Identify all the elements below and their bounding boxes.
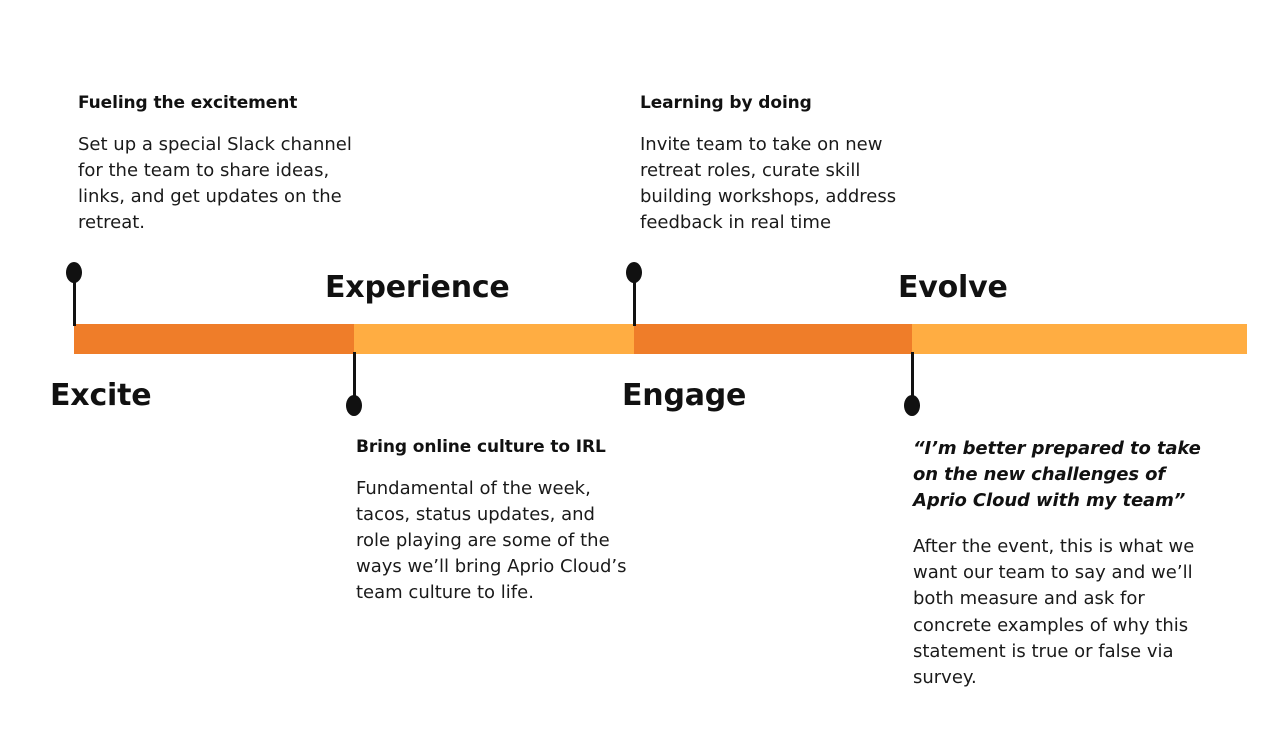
callout-excite-body: Set up a special Slack channel for the t… [78,134,352,234]
callout-engage: Learning by doing Invite team to take on… [640,92,940,236]
stage-label-engage: Engage [622,378,747,413]
marker-stem-icon [73,278,76,326]
callout-experience: Bring online culture to IRL Fundamental … [356,436,646,607]
marker-dot-icon [904,395,920,416]
callout-evolve: “I’m better prepared to take on the new … [913,436,1213,691]
marker-stem-icon [911,352,914,398]
timeline-segment-excite [74,324,354,354]
stage-label-excite: Excite [50,378,152,413]
callout-engage-body: Invite team to take on new retreat roles… [640,134,897,234]
marker-dot-icon [626,262,642,283]
callout-excite-title: Fueling the excitement [78,93,298,113]
stage-label-experience: Experience [325,270,510,305]
marker-dot-icon [66,262,82,283]
callout-excite: Fueling the excitement Set up a special … [78,92,378,236]
callout-engage-title: Learning by doing [640,93,812,113]
marker-stem-icon [353,352,356,398]
callout-evolve-body: After the event, this is what we want ou… [913,536,1195,688]
marker-stem-icon [633,278,636,326]
stage-label-evolve: Evolve [898,270,1008,305]
callout-experience-body: Fundamental of the week, tacos, status u… [356,478,627,604]
callout-experience-title: Bring online culture to IRL [356,437,606,457]
timeline-segment-engage [634,324,912,354]
callout-evolve-quote: “I’m better prepared to take on the new … [913,438,1201,512]
marker-dot-icon [346,395,362,416]
timeline-segment-experience [354,324,634,354]
timeline-segment-evolve [912,324,1247,354]
